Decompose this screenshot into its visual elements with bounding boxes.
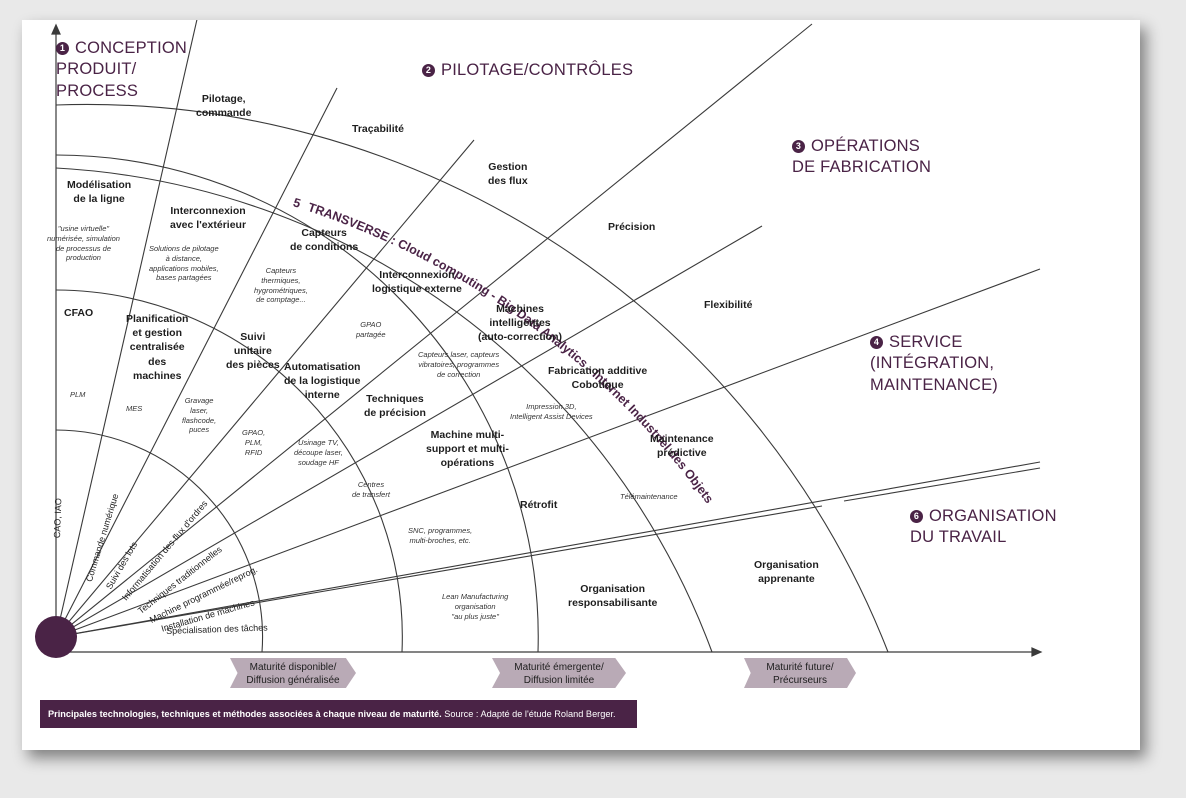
origin-dot	[35, 616, 77, 658]
desc-impression-3d: Impression 3D,Intelligent Assist Devices	[510, 402, 593, 421]
transverse-num-icon: 5	[292, 195, 303, 210]
axes	[51, 23, 1043, 657]
label-tracabilite: Traçabilité	[352, 123, 404, 135]
desc-plm: PLM	[70, 390, 86, 399]
ray-3	[55, 139, 475, 638]
label-machine-multi: Machine multi-support et multi-opération…	[426, 429, 509, 470]
label-retrofit: Rétrofit	[520, 499, 558, 511]
ray-8a	[55, 505, 823, 638]
y-axis-arrow	[51, 23, 61, 35]
diagram-card: 5 TRANSVERSE : Cloud computing - Big Dat…	[22, 20, 1140, 750]
desc-mes: MES	[126, 404, 143, 413]
radial-rays	[55, 20, 1041, 638]
label-flexibilite: Flexibilité	[704, 299, 753, 311]
arc-transverse-outer	[55, 103, 889, 653]
tag-maturite-disponible: Maturité disponible/Diffusion généralisé…	[230, 658, 356, 688]
x-axis-arrow	[1031, 647, 1043, 657]
number-1-icon: 1	[56, 42, 69, 55]
label-cao-iao: CAO, IAO	[52, 498, 64, 539]
caption-bold: Principales technologies, techniques et …	[48, 709, 442, 719]
tag-maturite-future: Maturité future/Précurseurs	[744, 658, 856, 688]
ray-1	[55, 20, 198, 638]
ray-7	[55, 461, 1041, 638]
ray-4	[55, 23, 813, 638]
number-2-icon: 2	[422, 64, 435, 77]
number-3-icon: 3	[792, 140, 805, 153]
label-precision: Précision	[608, 221, 656, 233]
desc-gpao-plm-rfid: GPAO,PLM,RFID	[242, 428, 266, 457]
ray-8b	[843, 467, 1041, 502]
label-cfao: CFAO	[64, 307, 94, 319]
number-6-icon: 6	[910, 510, 923, 523]
ray-5	[55, 225, 763, 638]
number-4-icon: 4	[870, 336, 883, 349]
ray-2	[55, 87, 338, 638]
tag-maturite-emergente: Maturité émergente/Diffusion limitée	[492, 658, 626, 688]
figure-caption: Principales technologies, techniques et …	[40, 700, 637, 728]
desc-snc: SNC, programmes,multi-broches, etc.	[408, 526, 473, 545]
arc-available	[55, 429, 264, 653]
arc-future	[55, 154, 539, 653]
ray-6	[55, 268, 1041, 638]
arc-emergent	[55, 289, 403, 653]
desc-usinage: Usinage TV,découpe laser,soudage HF	[294, 438, 343, 467]
caption-source: Source : Adapté de l'étude Roland Berger…	[441, 709, 616, 719]
desc-telemaintenance: Télémaintenance	[620, 492, 678, 501]
maturity-radial-diagram: 5 TRANSVERSE : Cloud computing - Big Dat…	[35, 20, 1043, 658]
label-pilotage-commande: Pilotage,commande	[196, 93, 252, 120]
